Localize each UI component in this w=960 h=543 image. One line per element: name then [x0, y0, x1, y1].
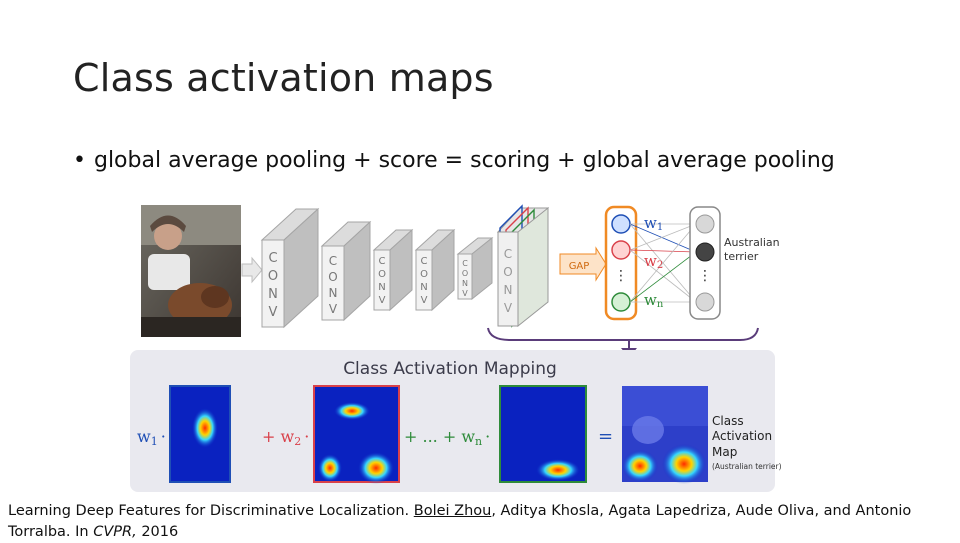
conv-letter: N [504, 283, 513, 297]
conv-letter: N [329, 286, 338, 300]
weight-w1: w1 [644, 214, 663, 233]
conv-block-2: C O N V [320, 220, 372, 322]
class-activation-map-result [622, 386, 708, 484]
weight-w2: w2 [644, 252, 663, 271]
conv-letter: N [268, 287, 278, 302]
conv-block-5: C O N V [456, 236, 494, 301]
bullet-text: global average pooling + score = scoring… [93, 148, 835, 173]
conv-letter: V [504, 301, 513, 315]
eq-equals: = [598, 426, 613, 447]
eq-w1: w1· [137, 427, 166, 448]
conv-letter: C [421, 256, 428, 267]
output-label-line2: terrier [724, 250, 759, 263]
gap-arrow: GAP [559, 246, 607, 282]
conv-letter: N [420, 282, 427, 293]
conv-letter: O [328, 270, 337, 284]
cam-panel [130, 350, 775, 492]
feature-map-1 [169, 385, 231, 483]
citation-venue: CVPR, [93, 524, 137, 540]
gap-node-green [611, 292, 631, 312]
feature-map-2 [313, 385, 400, 484]
conv-letter: C [268, 251, 277, 266]
weight-wn: wn [644, 291, 664, 310]
result-label-line3: Map [712, 445, 737, 459]
citation-authors: , Aditya Khosla, Agata Lapedriza, Aude O… [8, 503, 912, 540]
conv-letter: V [421, 295, 428, 306]
citation-author-link[interactable]: Bolei Zhou [413, 503, 492, 519]
bullet-dot: • [73, 148, 86, 173]
conv-letter: C [329, 254, 337, 268]
output-node-column [689, 206, 721, 320]
eq-w2: + w2· [262, 427, 309, 448]
gap-node-blue [611, 214, 631, 234]
conv-letter: C [379, 256, 386, 267]
conv-letter: V [269, 305, 278, 320]
eq-wn: + ... + wn· [404, 427, 490, 448]
fc-connections [629, 223, 697, 303]
conv-letter: V [329, 302, 338, 316]
conv-block-1: C O N V [260, 207, 320, 329]
output-node [695, 214, 715, 234]
conv-letter: C [504, 247, 512, 261]
conv-letter: V [379, 295, 386, 306]
conv-letter: N [462, 279, 468, 288]
cam-title: Class Activation Mapping [343, 359, 557, 379]
citation-year: 2016 [136, 524, 179, 540]
result-label-line1: Class [712, 414, 744, 428]
input-photo [141, 205, 241, 337]
gap-label: GAP [569, 261, 590, 272]
gap-node-column [604, 205, 638, 321]
bullet-point: • global average pooling + score = scorin… [73, 148, 835, 173]
conv-letter: O [268, 269, 278, 284]
output-node-active [695, 242, 715, 262]
conv-block-4: C O N V [414, 228, 456, 312]
result-sublabel: (Australian terrier) [712, 462, 782, 471]
gap-node-red [611, 240, 631, 260]
down-bracket-arrow [487, 327, 759, 341]
output-label-line1: Australian [724, 236, 780, 249]
conv-letter: C [462, 259, 468, 268]
conv-letter: O [378, 269, 386, 280]
output-node [695, 292, 715, 312]
feature-map-n [499, 385, 587, 483]
result-label-line2: Activation [712, 429, 772, 443]
output-node-ellipsis: ⋮ [698, 268, 712, 284]
conv-letter: N [378, 282, 385, 293]
feature-map-stack: C O N V [496, 204, 550, 328]
conv-letter: O [503, 265, 512, 279]
input-arrow-icon [241, 256, 263, 284]
citation: Learning Deep Features for Discriminativ… [8, 501, 948, 543]
conv-letter: V [462, 289, 468, 298]
slide-title: Class activation maps [73, 56, 494, 100]
conv-letter: O [420, 269, 428, 280]
gap-node-ellipsis: ⋮ [614, 268, 628, 284]
conv-letter: O [462, 269, 468, 278]
citation-title: Learning Deep Features for Discriminativ… [8, 503, 414, 519]
conv-block-3: C O N V [372, 228, 414, 312]
